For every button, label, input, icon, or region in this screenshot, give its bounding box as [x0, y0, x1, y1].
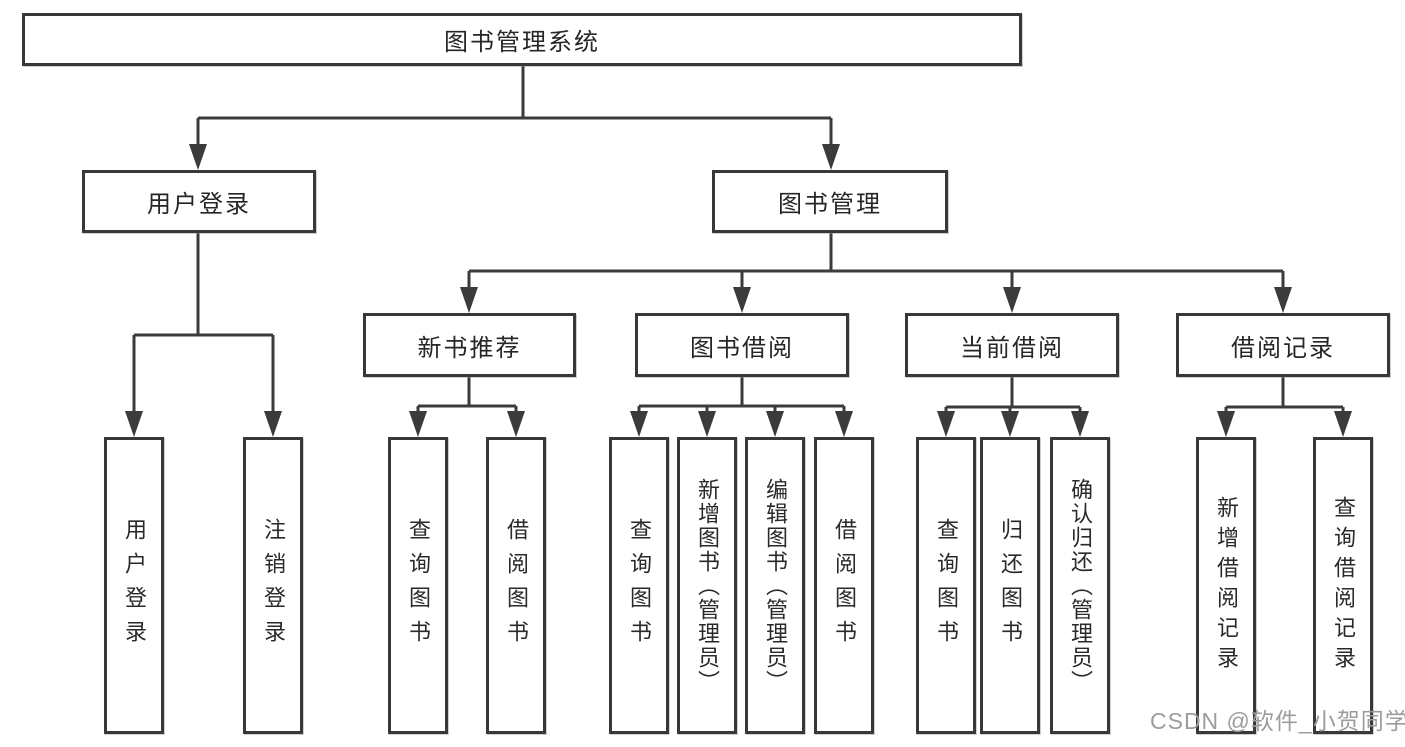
node-label: 图书借阅 — [690, 334, 794, 362]
leaf-logout: 注销登录 — [243, 437, 303, 734]
leaf-label: 借阅图书 — [504, 517, 529, 654]
node-user-login: 用户登录 — [82, 170, 316, 233]
node-label: 借阅记录 — [1231, 334, 1335, 362]
csdn-watermark: CSDN @软件_小贺同学 — [1150, 708, 1405, 734]
leaf-current-return-books: 归还图书 — [980, 437, 1040, 734]
leaf-label: 新增图书（管理员） — [695, 477, 720, 694]
leaf-records-query-record: 查询借阅记录 — [1313, 437, 1373, 734]
leaf-label: 新增借阅记录 — [1214, 495, 1239, 676]
node-label: 用户登录 — [147, 191, 251, 218]
leaf-borrowing-edit-books-admin: 编辑图书（管理员） — [745, 437, 805, 734]
node-new-book-recommend: 新书推荐 — [363, 313, 576, 377]
leaf-label: 查询图书 — [627, 517, 652, 654]
leaf-label: 查询图书 — [406, 517, 431, 654]
leaf-borrowing-borrow-books: 借阅图书 — [814, 437, 874, 734]
leaf-label: 编辑图书（管理员） — [763, 477, 788, 694]
node-label: 当前借阅 — [960, 334, 1064, 362]
leaf-borrowing-query-books: 查询图书 — [609, 437, 669, 734]
leaf-label: 归还图书 — [998, 517, 1023, 654]
leaf-label: 用户登录 — [122, 517, 147, 654]
leaf-current-query-books: 查询图书 — [916, 437, 976, 734]
node-label: 图书管理 — [778, 191, 882, 218]
node-library-management-system: 图书管理系统 — [22, 13, 1022, 66]
leaf-label: 注销登录 — [261, 517, 286, 654]
leaf-user-login: 用户登录 — [104, 437, 164, 734]
leaf-label: 确认归还（管理员） — [1068, 477, 1093, 694]
leaf-borrowing-add-books-admin: 新增图书（管理员） — [677, 437, 737, 734]
node-label: 新书推荐 — [417, 334, 522, 362]
node-current-borrowing: 当前借阅 — [905, 313, 1119, 377]
node-label: 图书管理系统 — [444, 29, 600, 56]
leaf-label: 借阅图书 — [832, 517, 857, 654]
leaf-current-confirm-return-admin: 确认归还（管理员） — [1050, 437, 1110, 734]
node-book-borrowing: 图书借阅 — [635, 313, 849, 377]
leaf-recommend-borrow-books: 借阅图书 — [486, 437, 546, 734]
leaf-label: 查询借阅记录 — [1331, 495, 1356, 676]
leaf-recommend-query-books: 查询图书 — [388, 437, 448, 734]
leaf-records-add-record: 新增借阅记录 — [1196, 437, 1256, 734]
node-borrowing-records: 借阅记录 — [1176, 313, 1390, 377]
leaf-label: 查询图书 — [934, 517, 959, 654]
node-book-management: 图书管理 — [712, 170, 948, 233]
